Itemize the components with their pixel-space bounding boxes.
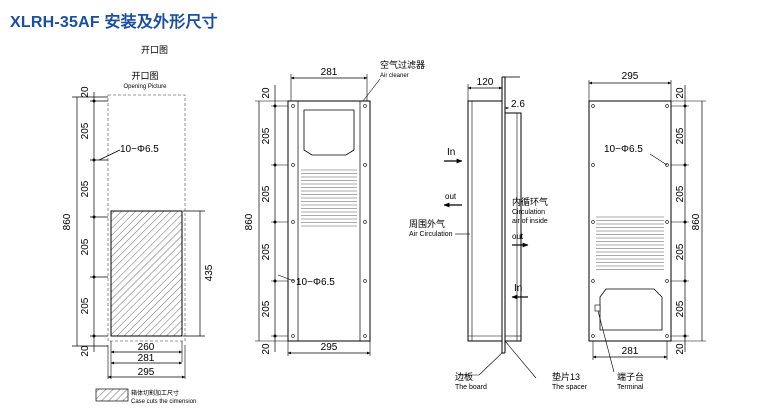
- front-dim-860: 860: [244, 213, 255, 230]
- legend-swatch: [95, 388, 129, 402]
- back-dim-20top: 20: [675, 87, 686, 99]
- front-dim-295: 295: [321, 342, 338, 353]
- front-mount-holes: [291, 104, 367, 338]
- air-filter: [303, 109, 355, 156]
- opening-dim-205d: 205: [80, 297, 91, 314]
- back-mount-holes: [591, 104, 669, 338]
- inner-air-label-en1: Circulation: [512, 209, 545, 216]
- opening-view: 开口图 Opening Picture 860 205 205 205 205: [62, 71, 215, 379]
- terminal-label-en: Terminal: [617, 384, 644, 391]
- front-dim-205c: 205: [261, 243, 272, 260]
- back-dim-295: 295: [622, 71, 639, 82]
- spacer-label-cn: 垫片13: [552, 371, 580, 382]
- side-body-left: [467, 100, 503, 342]
- opening-dim-205b: 205: [80, 180, 91, 197]
- air-cleaner-label-cn: 空气过滤器: [380, 59, 425, 70]
- side-dim-2-6: 2.6: [511, 99, 525, 110]
- front-dim-20top: 20: [261, 87, 272, 99]
- back-grille: [596, 216, 664, 270]
- opening-dim-281: 281: [138, 353, 155, 364]
- outer-air-label-cn: 周围外气: [409, 218, 445, 229]
- opening-label-cn: 开口图: [131, 71, 158, 81]
- back-dim-205a: 205: [675, 127, 686, 144]
- inner-air-label-en2: air of inside: [512, 218, 548, 225]
- front-dim-205b: 205: [261, 185, 272, 202]
- side-dim-120: 120: [477, 77, 494, 88]
- side-out-left-label: out: [445, 192, 457, 201]
- opening-dim-295: 295: [138, 367, 155, 378]
- back-dim-205d: 205: [675, 300, 686, 317]
- side-out-right-label: out: [512, 232, 524, 241]
- spacer-label-en: The spacer: [552, 384, 588, 391]
- front-dim-205a: 205: [261, 127, 272, 144]
- page-title: XLRH-35AF 安装及外形尺寸: [10, 14, 218, 31]
- side-in-bottom-label: In: [514, 283, 522, 294]
- back-lower-panel: [599, 288, 663, 331]
- terminal-block: [594, 304, 601, 312]
- opening-dim-205a: 205: [80, 122, 91, 139]
- air-cleaner-label-en: Air cleaner: [380, 73, 409, 79]
- back-dim-20bot: 20: [675, 343, 686, 355]
- back-dim-281: 281: [622, 346, 639, 357]
- opening-dim-205c: 205: [80, 238, 91, 255]
- front-grille: [301, 169, 357, 227]
- legend: 箱体切割加工尺寸 Case cuts the cimension: [95, 388, 196, 405]
- front-view: 281 空气过滤器 Air cleaner: [244, 59, 425, 356]
- back-view: 295 10−Φ6.5: [588, 71, 706, 391]
- inner-air-label-cn: 内循环气: [512, 196, 548, 207]
- back-dim-205b: 205: [675, 185, 686, 202]
- board-label-cn: 边板: [455, 371, 473, 382]
- opening-dim-260: 260: [138, 342, 155, 353]
- side-in-top-label: In: [447, 147, 455, 158]
- legend-text-en: Case cuts the cimension: [131, 399, 196, 405]
- opening-hole-note: 10−Φ6.5: [120, 144, 159, 155]
- terminal-label-cn: 端子台: [617, 371, 644, 382]
- front-dim-281: 281: [321, 67, 338, 78]
- page-subtitle: 开口图: [141, 45, 169, 55]
- side-body-right: [504, 112, 522, 342]
- opening-label-en: Opening Picture: [123, 84, 167, 90]
- cut-area: [110, 210, 183, 337]
- side-view: 120 2.6 In out 周围外气 Air Circulation 内循环气…: [409, 76, 588, 391]
- back-hole-note: 10−Φ6.5: [604, 144, 643, 155]
- back-dim-860: 860: [691, 213, 702, 230]
- front-hole-note: 10−Φ6.5: [296, 277, 335, 288]
- legend-text-cn: 箱体切割加工尺寸: [131, 389, 179, 397]
- opening-dim-860: 860: [62, 213, 73, 230]
- front-dim-205d: 205: [261, 300, 272, 317]
- front-dim-20bot: 20: [261, 343, 272, 355]
- opening-dim-20top: 20: [80, 86, 91, 98]
- outer-air-label-en: Air Circulation: [409, 231, 453, 238]
- opening-dim-20bot: 20: [80, 345, 91, 357]
- case-outline: [107, 94, 186, 342]
- back-dim-205c: 205: [675, 243, 686, 260]
- board-label-en: The board: [455, 384, 487, 391]
- opening-dim-435: 435: [204, 264, 215, 281]
